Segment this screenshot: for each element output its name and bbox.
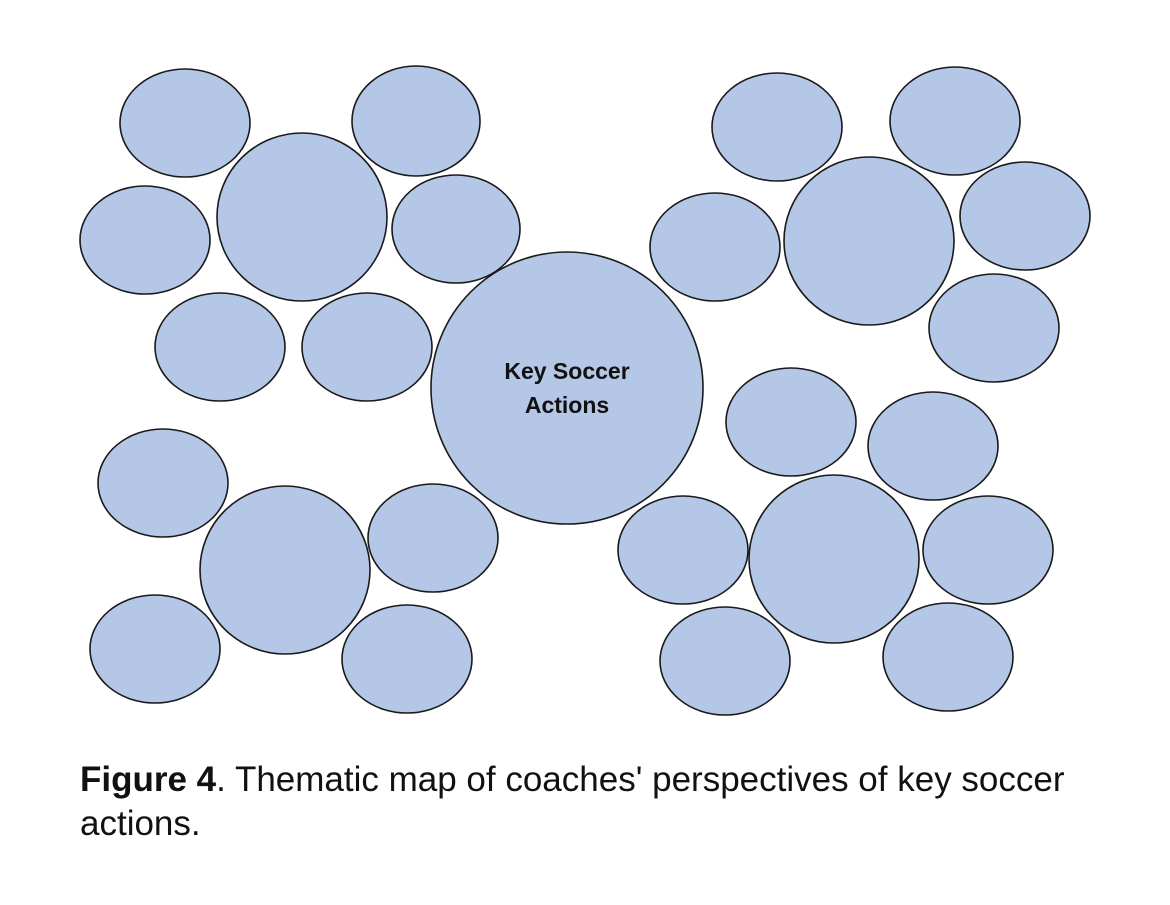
subtheme-node-attacking-transition-subthemes-2 [617,495,749,605]
subtheme-node-in-possession-subthemes-3-circle [391,174,521,284]
subtheme-node-attacking-transition-subthemes-5 [882,602,1014,712]
subtheme-node-defensive-transition-subthemes-0 [711,72,843,182]
theme-node-attacking-transition-circle [748,474,920,644]
subtheme-node-defensive-transition-subthemes-4 [928,273,1060,383]
subtheme-node-in-possession-subthemes-2-circle [79,185,211,295]
subtheme-node-defensive-transition-subthemes-2 [649,192,781,302]
subtheme-node-in-possession-subthemes-0 [119,68,251,178]
subtheme-node-attacking-transition-subthemes-2-circle [617,495,749,605]
subtheme-node-out-of-possession-subthemes-2 [89,594,221,704]
theme-node-defensive-transition [783,156,955,326]
core-node-label-line: Key Soccer [504,358,629,384]
subtheme-node-defensive-transition-subthemes-1 [889,66,1021,176]
theme-node-out-of-possession-circle [199,485,371,655]
theme-node-out-of-possession [199,485,371,655]
subtheme-node-defensive-transition-subthemes-0-circle [711,72,843,182]
subtheme-node-out-of-possession-subthemes-0 [97,428,229,538]
subtheme-node-in-possession-subthemes-2 [79,185,211,295]
subtheme-node-out-of-possession-subthemes-1-circle [367,483,499,593]
subtheme-node-in-possession-subthemes-1-circle [351,65,481,177]
subtheme-node-attacking-transition-subthemes-5-circle [882,602,1014,712]
subtheme-node-defensive-transition-subthemes-1-circle [889,66,1021,176]
subtheme-node-defensive-transition-subthemes-4-circle [928,273,1060,383]
caption-text: . Thematic map of coaches' perspectives … [80,760,1065,843]
subtheme-node-attacking-transition-subthemes-1-circle [867,391,999,501]
subtheme-node-out-of-possession-subthemes-2-circle [89,594,221,704]
subtheme-node-in-possession-subthemes-4-circle [154,292,286,402]
subtheme-node-attacking-transition-subthemes-3 [922,495,1054,605]
subtheme-node-out-of-possession-subthemes-3-circle [341,604,473,714]
subtheme-node-attacking-transition-subthemes-0 [725,367,857,477]
subtheme-node-attacking-transition-subthemes-0-circle [725,367,857,477]
theme-node-defensive-transition-circle [783,156,955,326]
subtheme-node-attacking-transition-subthemes-4-circle [659,606,791,716]
core-node-label-line: Actions [525,392,609,418]
subtheme-node-in-possession-subthemes-5 [301,292,433,402]
subtheme-node-out-of-possession-subthemes-3 [341,604,473,714]
theme-node-in-possession [216,132,388,302]
figure-caption: Figure 4. Thematic map of coaches' persp… [80,758,1120,846]
theme-node-attacking-transition [748,474,920,644]
subtheme-node-out-of-possession-subthemes-0-circle [97,428,229,538]
core-node-circle [430,251,704,525]
theme-node-in-possession-circle [216,132,388,302]
figure-label: Figure 4 [80,760,217,799]
subtheme-node-attacking-transition-subthemes-3-circle [922,495,1054,605]
subtheme-node-defensive-transition-subthemes-2-circle [649,192,781,302]
subtheme-node-in-possession-subthemes-1 [351,65,481,177]
subtheme-node-in-possession-subthemes-3 [391,174,521,284]
subtheme-node-in-possession-subthemes-5-circle [301,292,433,402]
subtheme-node-attacking-transition-subthemes-4 [659,606,791,716]
subtheme-node-in-possession-subthemes-4 [154,292,286,402]
subtheme-node-defensive-transition-subthemes-3-circle [959,161,1091,271]
subtheme-node-in-possession-subthemes-0-circle [119,68,251,178]
subtheme-node-out-of-possession-subthemes-1 [367,483,499,593]
subtheme-node-attacking-transition-subthemes-1 [867,391,999,501]
subtheme-node-defensive-transition-subthemes-3 [959,161,1091,271]
